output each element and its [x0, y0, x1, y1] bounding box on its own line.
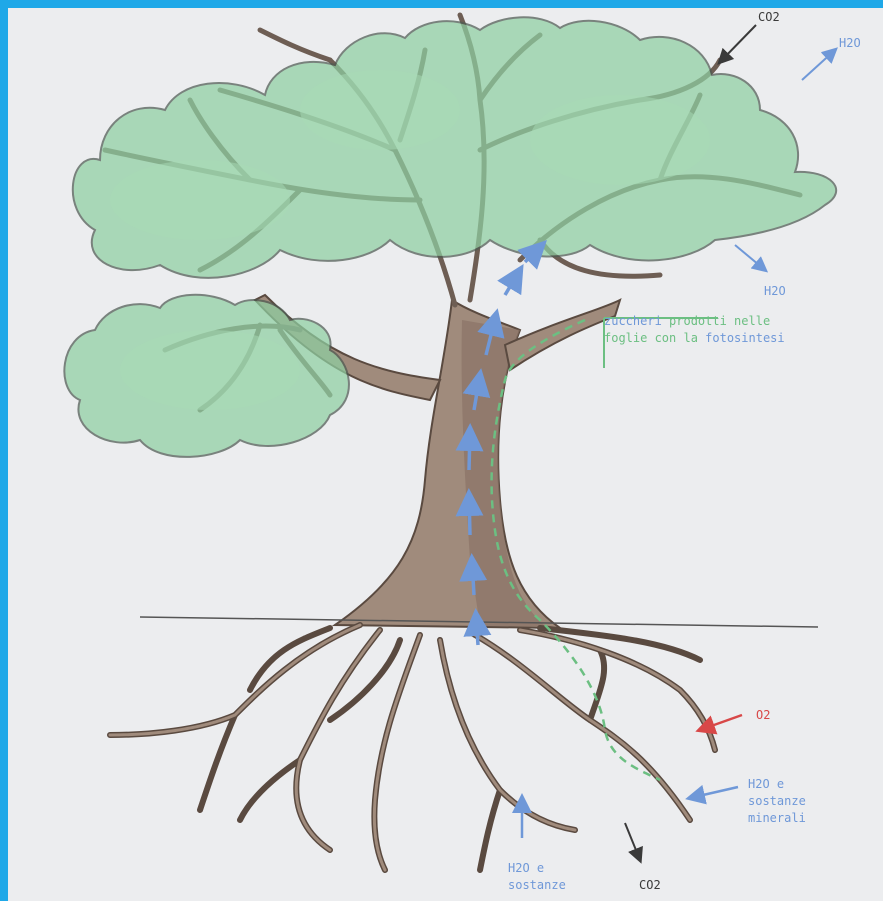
h2o-bottom-line1: H2O e — [508, 861, 544, 876]
caption-word-fotosintesi: fotosintesi — [705, 331, 784, 345]
caption-line-2: foglie con la fotosintesi — [604, 330, 785, 347]
photosynthesis-caption: zuccheri prodotti nelle foglie con la fo… — [604, 313, 785, 347]
diagram-frame: CO2 H2O H2O O2 H2O e sostanze minerali H… — [8, 8, 883, 901]
h2o-minerali-line1: H2O e — [748, 777, 784, 792]
caption-word-foglie: foglie con la — [604, 331, 698, 345]
caption-line-1: zuccheri prodotti nelle — [604, 313, 785, 330]
caption-word-prodotti: prodotti nelle — [669, 314, 770, 328]
tree-illustration — [8, 8, 883, 901]
h2o-bottom-line2: sostanze — [508, 878, 566, 893]
h2o-minerali-line3: minerali — [748, 811, 806, 826]
roots — [110, 625, 715, 870]
h2o-top-arrow — [802, 50, 835, 80]
co2-top-arrow — [720, 25, 756, 62]
co2-bottom-arrow — [625, 823, 640, 860]
h2o-minerali-line2: sostanze — [748, 794, 806, 809]
h2o-minerali-arrow — [690, 787, 738, 798]
co2-bottom-label: CO2 — [639, 878, 661, 893]
right-limb — [505, 300, 620, 370]
h2o-top-right-label: H2O — [839, 36, 861, 51]
caption-word-zuccheri: zuccheri — [604, 314, 662, 328]
h2o-right-label: H2O — [764, 284, 786, 299]
h2o-right-arrow — [735, 245, 765, 270]
co2-top-label: CO2 — [758, 10, 780, 25]
o2-label: O2 — [756, 708, 770, 723]
